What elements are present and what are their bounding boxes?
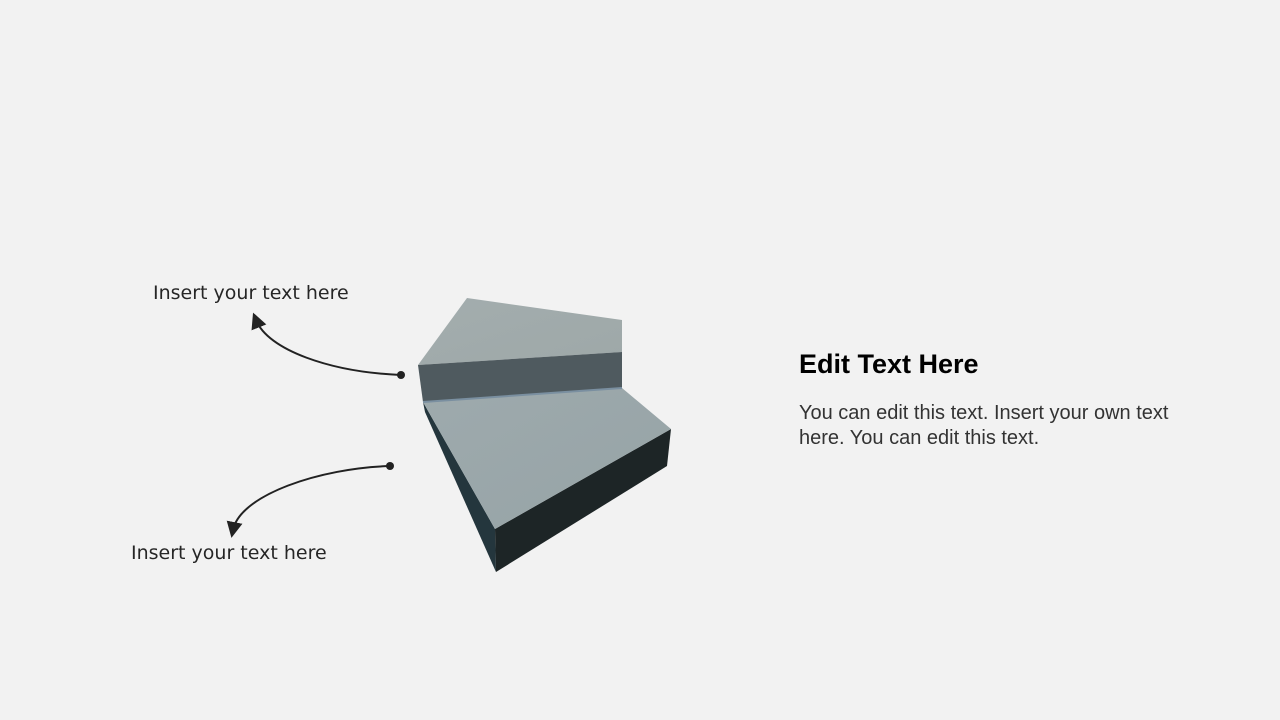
lower-step-top bbox=[423, 388, 671, 529]
lower-step bbox=[422, 387, 671, 572]
upper-step-front bbox=[418, 352, 622, 402]
callout-text-top[interactable]: Insert your text here bbox=[153, 282, 349, 304]
arrow-top bbox=[251, 312, 405, 379]
arrow-bottom bbox=[226, 462, 394, 538]
lower-step-front bbox=[495, 429, 671, 572]
heading[interactable]: Edit Text Here bbox=[799, 349, 979, 379]
lower-step-left-side bbox=[423, 402, 496, 572]
upper-step bbox=[418, 298, 622, 402]
body-text[interactable]: You can edit this text. Insert your own … bbox=[799, 402, 1169, 449]
arrow-anchor-dot bbox=[386, 462, 394, 470]
arrow-anchor-dot bbox=[397, 371, 405, 379]
upper-step-top bbox=[418, 298, 622, 365]
callout-text-bottom[interactable]: Insert your text here bbox=[131, 542, 327, 564]
